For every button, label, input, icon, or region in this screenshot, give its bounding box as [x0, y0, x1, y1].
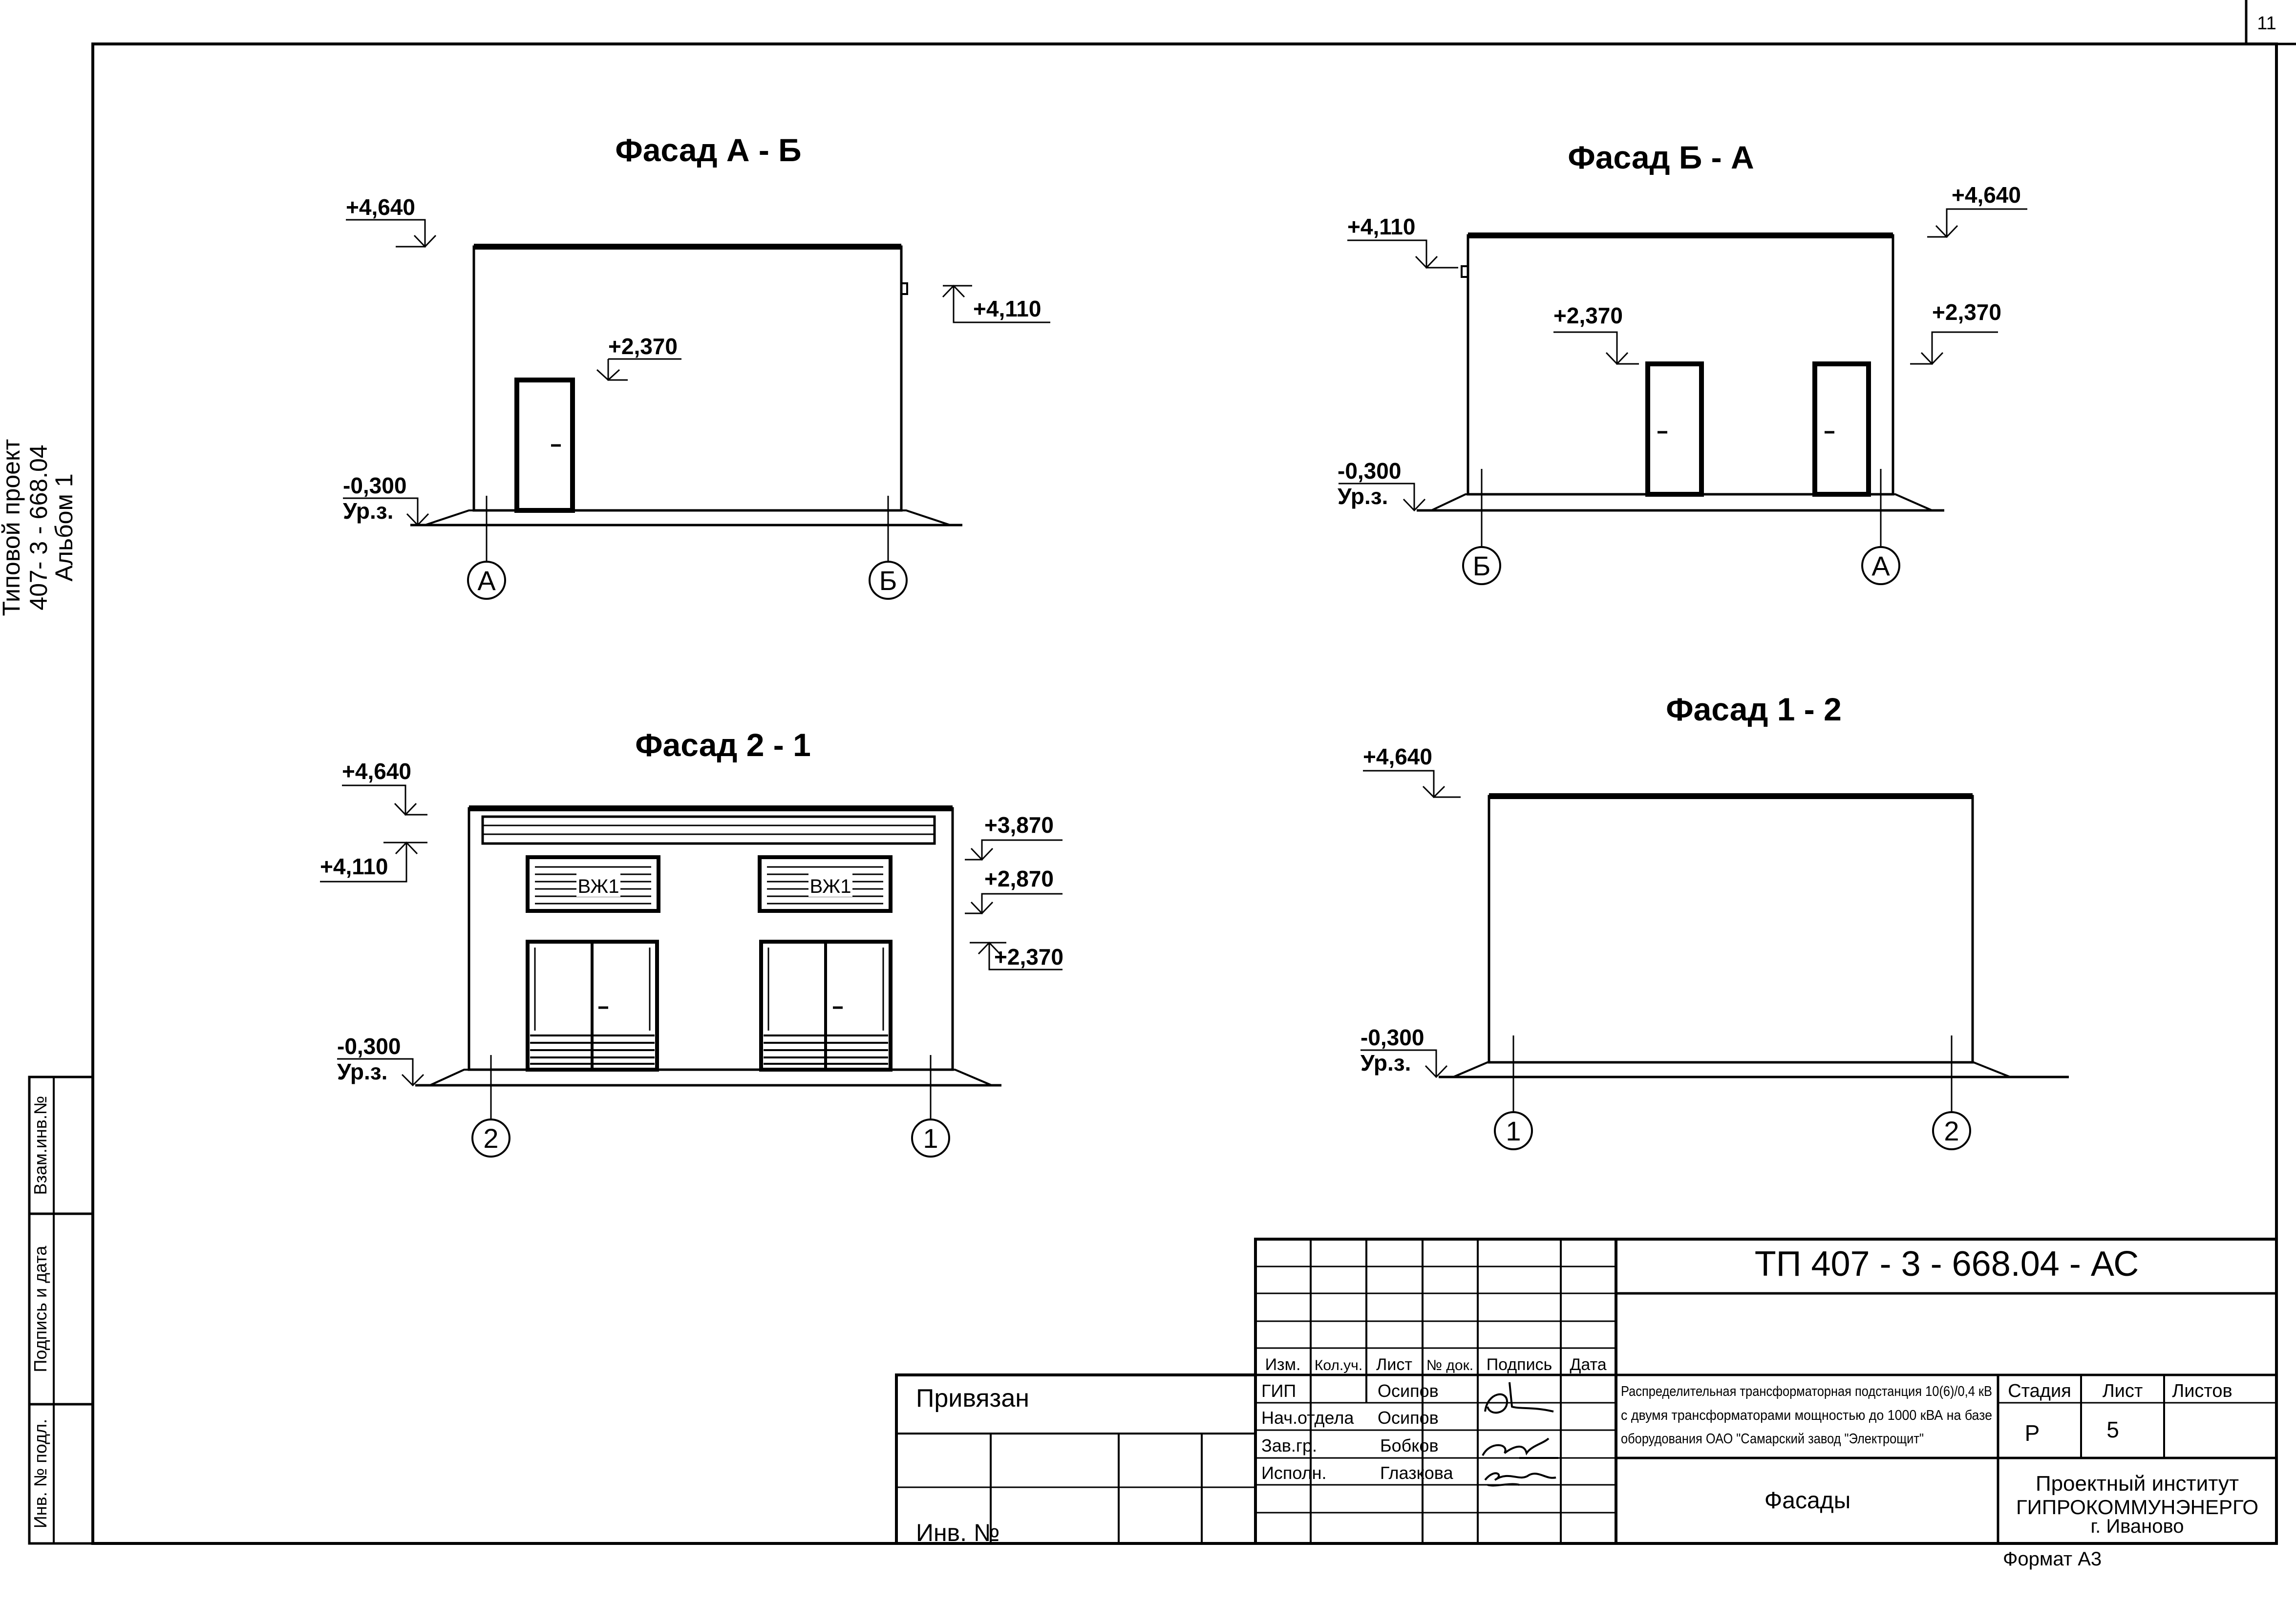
col-header: Кол.уч. — [1315, 1357, 1362, 1373]
facade-a-b: Фасад А - Б А Б +4,640 +4,110 +2,370 -0,… — [343, 132, 1050, 600]
col-header: № док. — [1426, 1357, 1473, 1373]
double-door — [759, 940, 893, 1072]
role-label: ГИП — [1261, 1381, 1296, 1401]
side-stamp-line3: Альбом 1 — [50, 473, 78, 581]
axis-label: 1 — [1506, 1116, 1521, 1146]
level-mark: +2,370 — [1553, 303, 1623, 328]
facade-title: Фасад 2 - 1 — [635, 727, 811, 763]
description-line: оборудования ОАО "Самарский завод "Элект… — [1621, 1431, 1924, 1447]
role-label: Нач.отдела — [1261, 1408, 1354, 1428]
description-line: Распределительная трансформаторная подст… — [1621, 1384, 1992, 1399]
left-stamp-columns: Взам.инв.№ Подпись и дата Инв. № подл. — [28, 1076, 94, 1545]
level-mark: +4,640 — [1363, 744, 1432, 769]
level-mark: -0,300 — [343, 473, 406, 498]
facade-1-2: Фасад 1 - 2 1 2 +4,640 -0,300 Ур.з. — [1361, 691, 2069, 1150]
col-header: Подпись — [1487, 1355, 1552, 1374]
axis-label: 1 — [923, 1123, 938, 1154]
level-mark: +4,640 — [346, 194, 415, 220]
axis-label: А — [1871, 550, 1890, 581]
person-name: Осипов — [1378, 1408, 1439, 1428]
level-mark: +2,370 — [608, 334, 678, 359]
axis-label: А — [477, 565, 496, 596]
axis-label: Б — [1473, 550, 1491, 581]
facade-title: Фасад 1 - 2 — [1666, 691, 1842, 727]
stage-value: Р — [2025, 1420, 2040, 1446]
col-header: Изм. — [1265, 1355, 1301, 1374]
level-mark: +2,370 — [994, 944, 1063, 970]
drawing-code: ТП 407 - 3 - 668.04 - АС — [1755, 1245, 2139, 1284]
axis-label: Б — [879, 565, 897, 596]
page-number: 11 — [2257, 13, 2276, 34]
role-label: Исполн. — [1261, 1463, 1327, 1483]
level-mark: +4,110 — [973, 296, 1041, 321]
vent-label: ВЖ1 — [578, 876, 619, 897]
facade-b-a: Фасад Б - А Б А +4,110 +4,640 +2,370 +2,… — [1338, 139, 2027, 585]
sheet-label: Лист — [2103, 1381, 2143, 1401]
left-col-podpis: Подпись и дата — [30, 1245, 50, 1372]
left-col-vzam: Взам.инв.№ — [30, 1096, 50, 1195]
level-mark: -0,300 — [1338, 458, 1401, 484]
side-stamp-line2: 407- 3 - 668.04 — [25, 444, 52, 610]
axis-label: 2 — [483, 1123, 498, 1154]
ground-level-label: Ур.з. — [343, 498, 393, 524]
level-mark: +4,640 — [1952, 182, 2021, 208]
person-name: Осипов — [1378, 1381, 1439, 1401]
person-name: Бобков — [1380, 1435, 1439, 1456]
privyazan-label: Привязан — [916, 1384, 1029, 1413]
col-header: Лист — [1376, 1355, 1412, 1374]
col-header: Дата — [1570, 1355, 1606, 1374]
level-mark: +2,370 — [1932, 299, 2001, 325]
inv-no-label: Инв. № — [916, 1519, 1000, 1546]
ground-level-label: Ур.з. — [1361, 1050, 1411, 1076]
signature — [1484, 1382, 1554, 1414]
title-block: Привязан Инв. № Изм. Кол.уч. Лист № док.… — [895, 1238, 2278, 1546]
level-mark: +2,870 — [984, 866, 1054, 891]
level-mark: +4,110 — [320, 854, 388, 879]
description-line: с двумя трансформаторами мощностью до 10… — [1621, 1408, 1992, 1423]
double-door — [526, 940, 659, 1072]
ground-level-label: Ур.з. — [1338, 484, 1388, 509]
vent-grille: ВЖ1 — [526, 855, 660, 913]
signature — [1482, 1437, 1558, 1459]
level-mark: -0,300 — [337, 1034, 401, 1059]
person-name: Глазкова — [1380, 1463, 1453, 1483]
left-col-inv-podl: Инв. № подл. — [30, 1419, 50, 1528]
role-label: Зав.гр. — [1261, 1435, 1317, 1456]
format-label: Формат А3 — [2003, 1548, 2102, 1570]
side-stamp: Типовой проект 407- 3 - 668.04 Альбом 1 — [0, 439, 78, 616]
ground-level-label: Ур.з. — [337, 1059, 387, 1084]
facade-title: Фасад А - Б — [615, 132, 801, 168]
level-mark: +3,870 — [984, 812, 1054, 838]
axis-label: 2 — [1944, 1116, 1959, 1146]
level-mark: -0,300 — [1361, 1025, 1424, 1050]
org-line2: ГИПРОКОММУНЭНЕРГО — [2016, 1496, 2258, 1519]
org-line1: Проектный институт — [2036, 1472, 2239, 1496]
level-mark: +4,640 — [342, 759, 411, 784]
sheets-label: Листов — [2172, 1381, 2232, 1401]
side-stamp-line1: Типовой проект — [0, 439, 25, 616]
vent-label: ВЖ1 — [810, 876, 851, 897]
sheet-title: Фасады — [1765, 1488, 1850, 1514]
level-mark: +4,110 — [1347, 214, 1415, 239]
sheet-frame — [91, 0, 2296, 1545]
vent-grille: ВЖ1 — [758, 855, 893, 913]
facade-title: Фасад Б - А — [1568, 139, 1754, 175]
facade-2-1: Фасад 2 - 1 ВЖ1 ВЖ1 — [320, 727, 1063, 1158]
signature — [1484, 1472, 1556, 1487]
stage-label: Стадия — [2008, 1381, 2071, 1401]
sheet-value: 5 — [2106, 1417, 2119, 1442]
org-line3: г. Иваново — [2090, 1516, 2184, 1537]
